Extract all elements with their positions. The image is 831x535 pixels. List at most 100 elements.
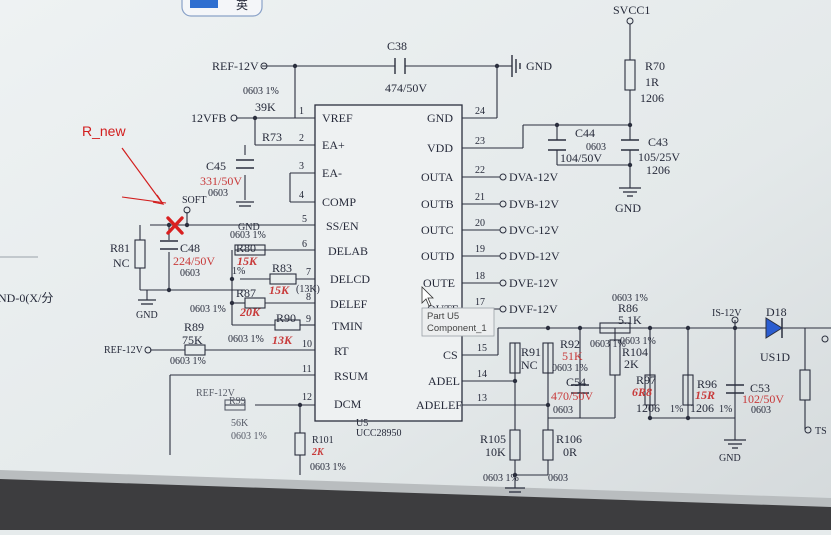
pin-22-number: 22 [475,165,485,176]
r-new-label: R_new [82,123,126,139]
r90-ref: R90 [276,311,296,325]
r96-tolerance: 1% [719,404,732,415]
c48-package: 0603 [180,268,200,279]
r104-value: 2K [624,357,639,371]
r81-ref: R81 [110,241,130,255]
r87-resistor[interactable]: R87 20K 0603 1% 1% [190,266,266,319]
c53-ref: C53 [750,381,770,395]
r101-package: 0603 1% [310,462,346,473]
r97-package: 1206 [636,401,660,415]
r86-resistor[interactable]: 0603 1% R86 5.1K [599,293,648,334]
r87-tolerance: 1% [232,266,245,277]
r106-resistor[interactable]: R106 0R 0603 [542,429,582,484]
pin-4-number: 4 [299,190,304,201]
r81-resistor[interactable]: R81 NC [110,239,146,270]
r101-ref: R101 [312,435,334,446]
r89-resistor[interactable]: R89 75K 0603 1% [170,320,206,367]
r99-resistor[interactable]: REF-12V R99 56K 0603 1% [196,388,267,442]
r92-resistor[interactable]: R92 51K 0603 1% [542,337,588,374]
pin-outd-label: OUTD [421,249,455,263]
ic-part: UCC28950 [356,428,402,439]
left-window-fragment: ND-0(X/分 [0,256,53,305]
r90-resistor[interactable]: R90 13K 0603 1% [228,311,301,347]
c45-capacitor[interactable]: C45 331/50V 0603 [200,159,254,199]
ts-label: TS [815,426,827,437]
pin-rsum-label: RSUM [334,369,368,383]
pin-tmin-label: TMIN [332,319,363,333]
r90-value: 13K [272,333,293,347]
c48-capacitor[interactable]: C48 224/50V 0603 [160,240,215,279]
gnd-label-c53: GND [719,453,741,464]
net-dvd: DVD-12V [509,249,560,263]
c44-capacitor[interactable]: C44 0603 104/50V [548,126,606,165]
r89-ref: R89 [184,320,204,334]
r105-resistor[interactable]: R105 10K 0603 1% [480,429,521,484]
pin-gnd-label: GND [427,111,453,125]
net-dva: DVA-12V [509,170,558,184]
c54-value: 470/50V [551,389,593,403]
part-tooltip[interactable]: Part U5 Component_1 [421,307,495,337]
c53-package: 0603 [751,405,771,416]
pin-13-number: 13 [477,393,487,404]
pin-17-number: 17 [475,297,485,308]
r104-resistor[interactable]: 0603 1% R104 2K 0603 1% [590,336,656,376]
c54-capacitor[interactable]: C54 470/50V 0603 [551,375,593,416]
pin-ea-plus-label: EA+ [322,138,345,152]
c38-capacitor[interactable]: C38 474/50V [385,39,427,95]
r96-resistor[interactable]: R96 15R 1206 1% [682,374,732,415]
d18-diode[interactable]: D18 US1D [760,305,831,364]
r106-value: 0R [563,445,577,459]
r83-alt-value: (13K) [296,284,320,295]
soft-net: SOFT [182,195,206,214]
r73-ref: R73 [262,130,282,144]
toolbar-icon [190,0,218,8]
r91-value: NC [521,358,538,372]
c48-ref: C48 [180,241,200,255]
r97-resistor[interactable]: R97 6R8 1206 1% [632,373,683,415]
c45-ref: C45 [206,159,226,173]
r80-ref: R80 [236,241,256,255]
pin-23-number: 23 [475,136,485,147]
right-edge-resistor[interactable]: TS [799,369,827,437]
pin-cs-label: CS [443,348,458,362]
ref12v-label: REF-12V [212,59,259,73]
pin-outb-label: OUTB [421,197,454,211]
gnd-symbol-top: GND [511,55,552,77]
pin-14-number: 14 [477,369,487,380]
r101-resistor[interactable]: R101 2K 0603 1% [294,432,346,473]
r104-package-top: 0603 1% [620,336,656,347]
c45-package: 0603 [208,188,228,199]
pin-dcm-label: DCM [334,397,362,411]
pin-outa-label: OUTA [421,170,454,184]
r89-value: 75K [182,333,203,347]
c48-value: 224/50V [173,254,215,268]
r104-package: 0603 1% [590,339,626,350]
ime-toolbar[interactable]: 英 [181,0,263,17]
r80-resistor[interactable]: 0603 1% R80 15K [230,230,266,268]
r86-ref: R86 [618,301,638,315]
r91-resistor[interactable]: R91 NC [509,342,541,374]
pin-delcd-label: DELCD [330,272,370,286]
pin-5-number: 5 [302,214,307,225]
c53-capacitor[interactable]: C53 102/50V 0603 [726,381,784,416]
ic-u5[interactable]: U5 UCC28950 [314,104,463,439]
net-dve: DVE-12V [509,276,559,290]
r96-ref: R96 [697,377,717,391]
fb12v-net: 12VFB [191,111,238,125]
c44-ref: C44 [575,126,595,140]
r73-resistor[interactable]: R73 [262,130,282,144]
ic-body [314,104,463,422]
r86-value: 5.1K [618,313,642,327]
c45-value: 331/50V [200,174,242,188]
r-39k-resistor[interactable]: 0603 1% 39K [243,86,279,114]
r70-resistor[interactable]: R70 1R 1206 [624,59,665,105]
c43-capacitor[interactable]: C43 105/25V 1206 [621,135,680,177]
r90-package: 0603 1% [228,334,264,345]
r83-resistor[interactable]: R83 15K (13K) [269,261,320,297]
pin-12-number: 12 [302,392,312,403]
c44-value: 104/50V [560,151,602,165]
output-net-labels: DVA-12V DVB-12V DVC-12V DVD-12V DVE-12V … [499,170,560,316]
ime-label: 英 [236,0,248,12]
pin-vref-label: VREF [322,111,353,125]
